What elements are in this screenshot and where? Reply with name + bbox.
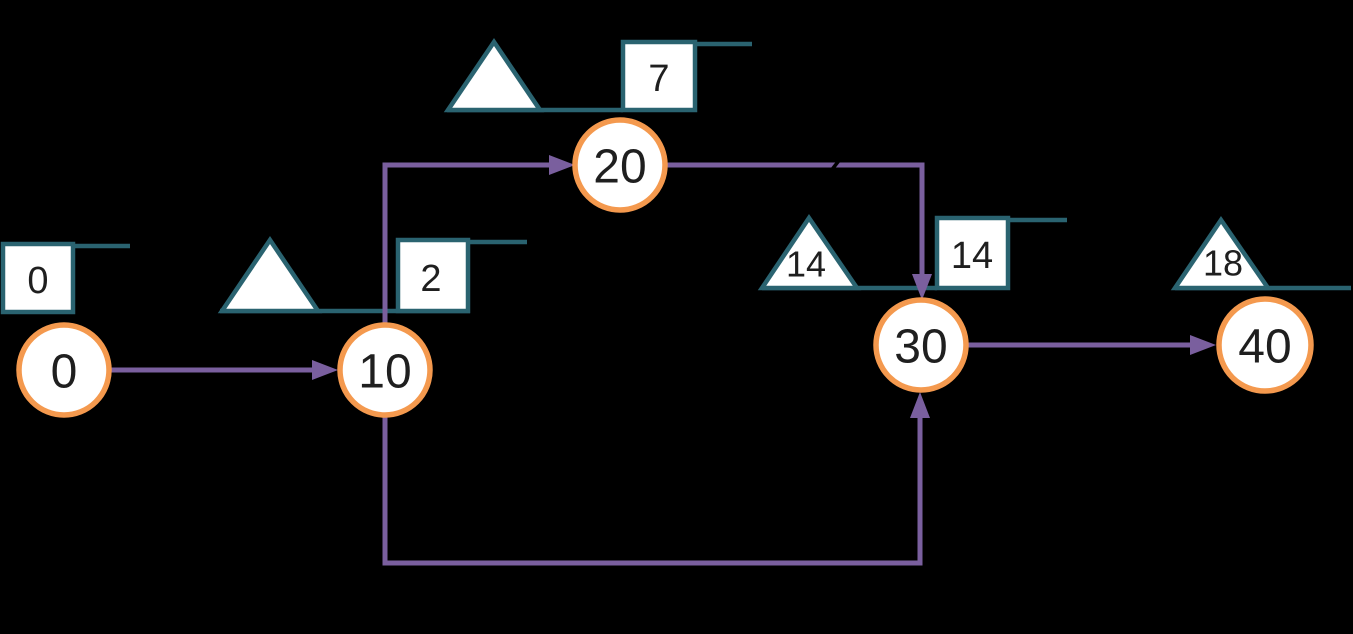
triangle-label-node-40: 18 xyxy=(1203,243,1243,284)
arrowhead-0-to-10 xyxy=(312,360,338,380)
flag-box-label-node-30: 14 xyxy=(951,235,993,277)
node-0-label: 0 xyxy=(51,346,78,399)
node-40-circle xyxy=(1216,296,1314,394)
node-30-label: 30 xyxy=(894,321,947,374)
node-0-circle xyxy=(16,322,112,418)
triangle-milestone-icon-node-10 xyxy=(217,235,323,314)
flag-box-node-30 xyxy=(934,215,1011,291)
node-20-circle xyxy=(572,117,668,213)
triangle-milestone-icon-node-40 xyxy=(1170,216,1273,291)
triangle-label-node-30: 14 xyxy=(786,244,826,285)
flag-box-label-node-10: 2 xyxy=(420,258,441,300)
arrowhead-10-to-30 xyxy=(910,392,930,418)
node-40: 40 xyxy=(1216,296,1314,394)
node-40-label: 40 xyxy=(1238,321,1291,374)
edge-10-to-30 xyxy=(382,413,923,566)
node-20-label: 20 xyxy=(593,141,646,194)
arrowhead-10-to-20 xyxy=(549,155,575,175)
edge-20-to-30 xyxy=(666,162,925,276)
triangle-milestone-icon-node-20 xyxy=(443,37,545,113)
node-10-label: 10 xyxy=(358,346,411,399)
edge-joint-tick xyxy=(828,156,843,174)
node-0: 0 xyxy=(16,322,112,418)
flag-box-node-20 xyxy=(620,39,698,113)
triangle-milestone-icon-node-30 xyxy=(757,213,862,291)
flag-box-label-node-20: 7 xyxy=(648,58,669,100)
node-20: 20 xyxy=(572,117,668,213)
flag-box-label-node-0: 0 xyxy=(27,260,48,302)
node-30: 30 xyxy=(873,297,969,393)
arrowhead-20-to-30 xyxy=(912,274,932,300)
flag-box-node-0 xyxy=(0,241,76,315)
flag-box-node-10 xyxy=(395,237,471,314)
arrowhead-30-to-40 xyxy=(1190,335,1216,355)
node-30-circle xyxy=(873,297,969,393)
edge-10-to-20 xyxy=(382,162,551,328)
node-10-circle xyxy=(337,322,433,418)
node-10: 10 xyxy=(337,322,433,418)
